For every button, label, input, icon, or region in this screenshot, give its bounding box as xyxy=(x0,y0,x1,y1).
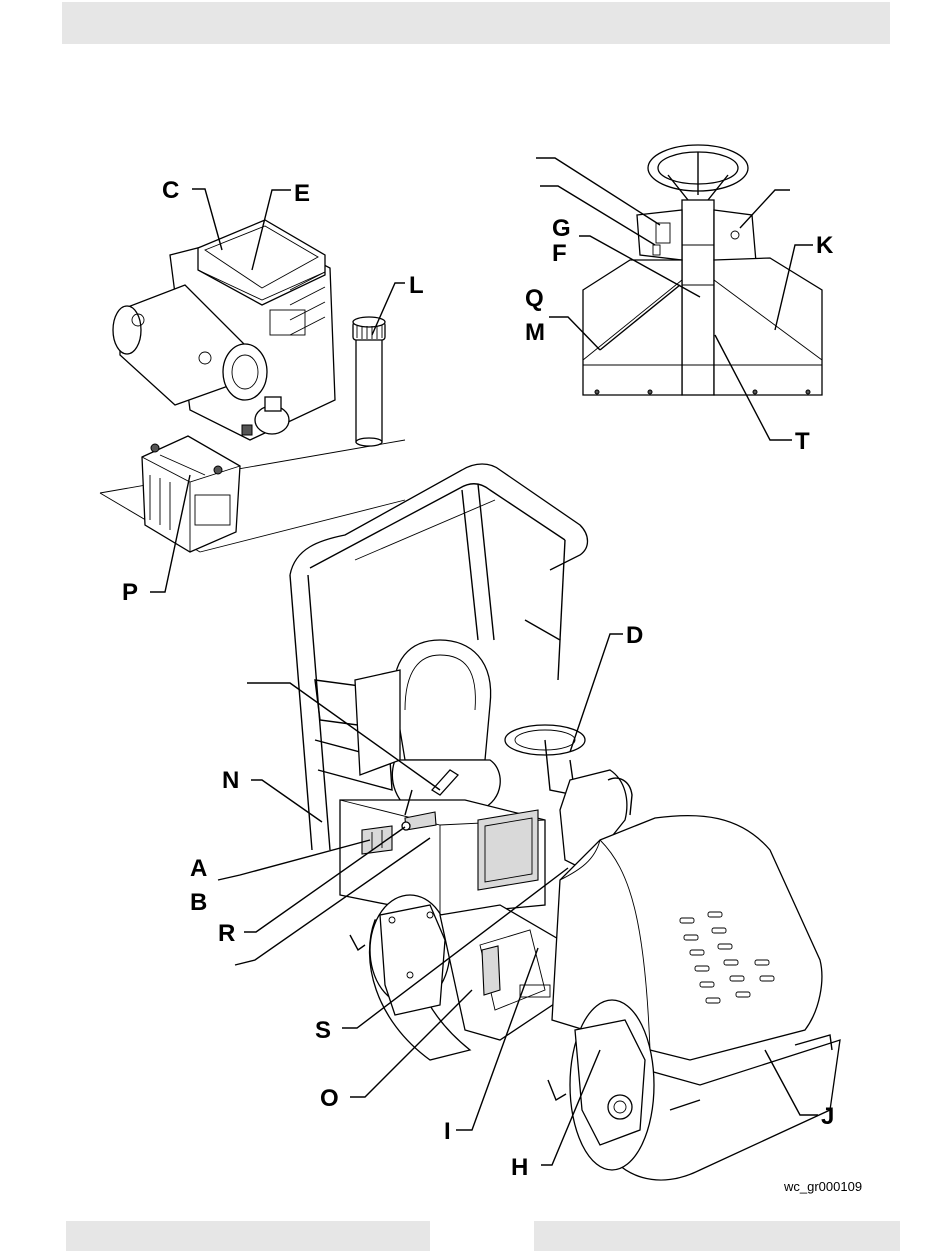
battery xyxy=(142,436,240,552)
callout-c: C xyxy=(162,177,179,204)
callout-n: N xyxy=(222,767,239,794)
roller-machine xyxy=(290,464,840,1180)
filter-canister xyxy=(353,317,385,446)
callout-d: D xyxy=(626,622,643,649)
steering-column-illustration xyxy=(583,145,822,395)
callout-o: O xyxy=(320,1085,339,1112)
callout-s: S xyxy=(315,1017,331,1044)
callout-k: K xyxy=(816,232,834,259)
callout-l: L xyxy=(409,272,424,299)
callout-t: T xyxy=(795,428,810,455)
callout-m: M xyxy=(525,319,545,346)
callout-b: B xyxy=(190,889,207,916)
callout-g: G xyxy=(552,215,571,242)
callout-i: I xyxy=(444,1118,451,1145)
callout-f: F xyxy=(552,240,567,267)
callout-h: H xyxy=(511,1154,528,1181)
callout-j: J xyxy=(821,1103,834,1130)
callout-p: P xyxy=(122,579,138,606)
callout-q: Q xyxy=(525,285,544,312)
callout-a: A xyxy=(190,855,207,882)
figure-reference: wc_gr000109 xyxy=(783,1179,862,1194)
callout-e: E xyxy=(294,180,310,207)
callout-r: R xyxy=(218,920,235,947)
